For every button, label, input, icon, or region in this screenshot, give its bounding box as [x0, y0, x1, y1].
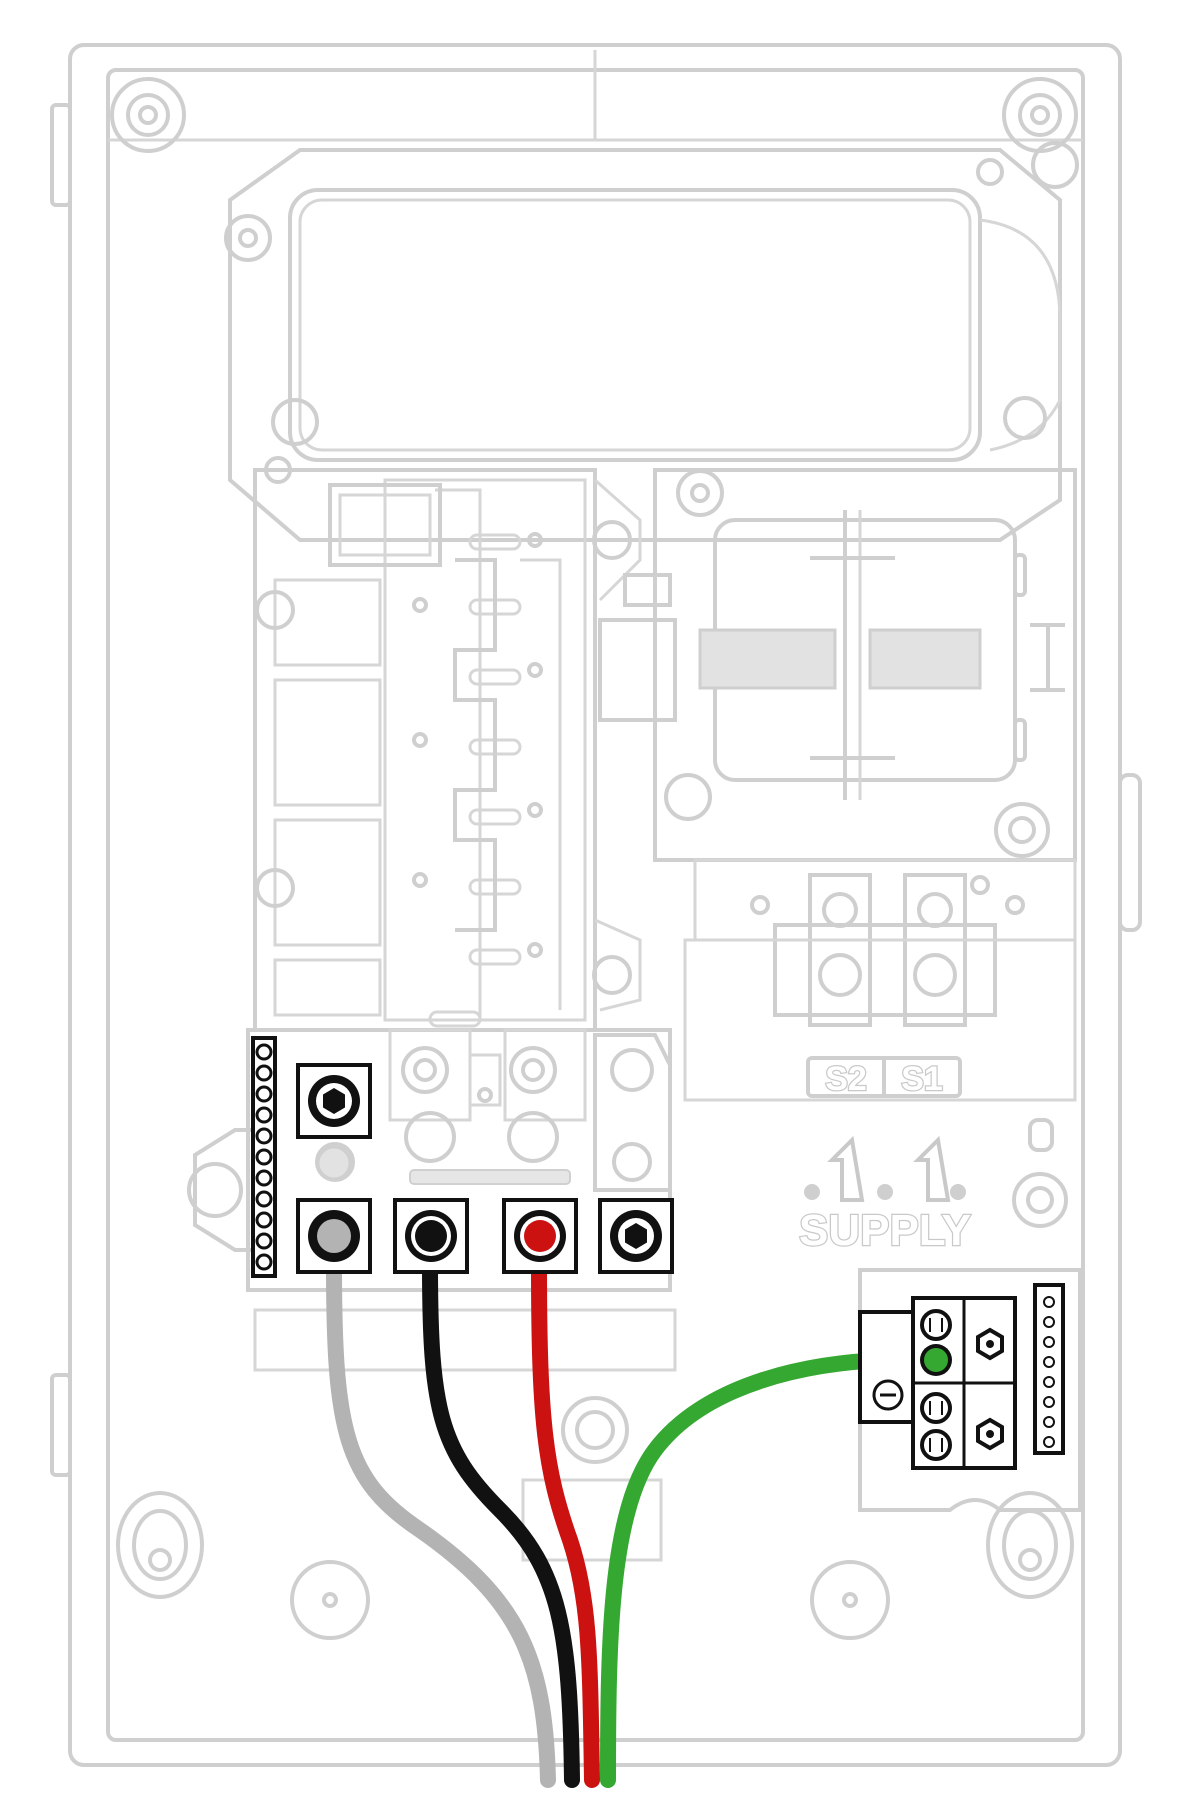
up-arrow-icon: [827, 1135, 865, 1202]
phase-labels: S2 S1: [806, 1056, 962, 1099]
ground-terminal[interactable]: [924, 1348, 948, 1372]
ground-bar: [858, 1268, 1082, 1512]
knockout-center: [521, 1396, 663, 1562]
l1-wire: [422, 1257, 580, 1788]
l2-terminal[interactable]: [502, 1198, 578, 1274]
supply-label: SUPPLY: [799, 1206, 971, 1255]
s1-label: S1: [901, 1060, 943, 1098]
l2-wire: [531, 1257, 600, 1788]
hex-socket-icon: [323, 1088, 345, 1114]
spare-terminal[interactable]: [598, 1198, 674, 1274]
neutral-bar: [251, 1036, 277, 1278]
dot-icon: [950, 1184, 966, 1200]
breaker-section: [253, 468, 642, 1032]
knockout-right: [810, 1560, 890, 1640]
up-arrow-icon: [913, 1135, 951, 1202]
neutral-wire: [326, 1257, 556, 1788]
s2-label: S2: [825, 1060, 867, 1098]
supply-lugs: [683, 858, 1077, 1102]
dot-icon: [877, 1184, 893, 1200]
main-terminals: [296, 1198, 674, 1274]
upper-hex-terminal: [296, 1063, 372, 1181]
dot-icon: [804, 1184, 820, 1200]
transfer-switch: [598, 468, 1077, 862]
corner-boss-bottom-left: [116, 1491, 204, 1599]
corner-boss-top-left: [110, 77, 186, 153]
ground-wire: [600, 1351, 943, 1788]
knockout-left: [290, 1560, 370, 1640]
meter-module: [224, 141, 1079, 542]
wires: [326, 1257, 943, 1788]
l1-terminal[interactable]: [393, 1198, 469, 1274]
neutral-terminal[interactable]: [296, 1198, 372, 1274]
hex-socket-icon: [625, 1223, 647, 1249]
supply-indicator: SUPPLY: [798, 1118, 1068, 1256]
